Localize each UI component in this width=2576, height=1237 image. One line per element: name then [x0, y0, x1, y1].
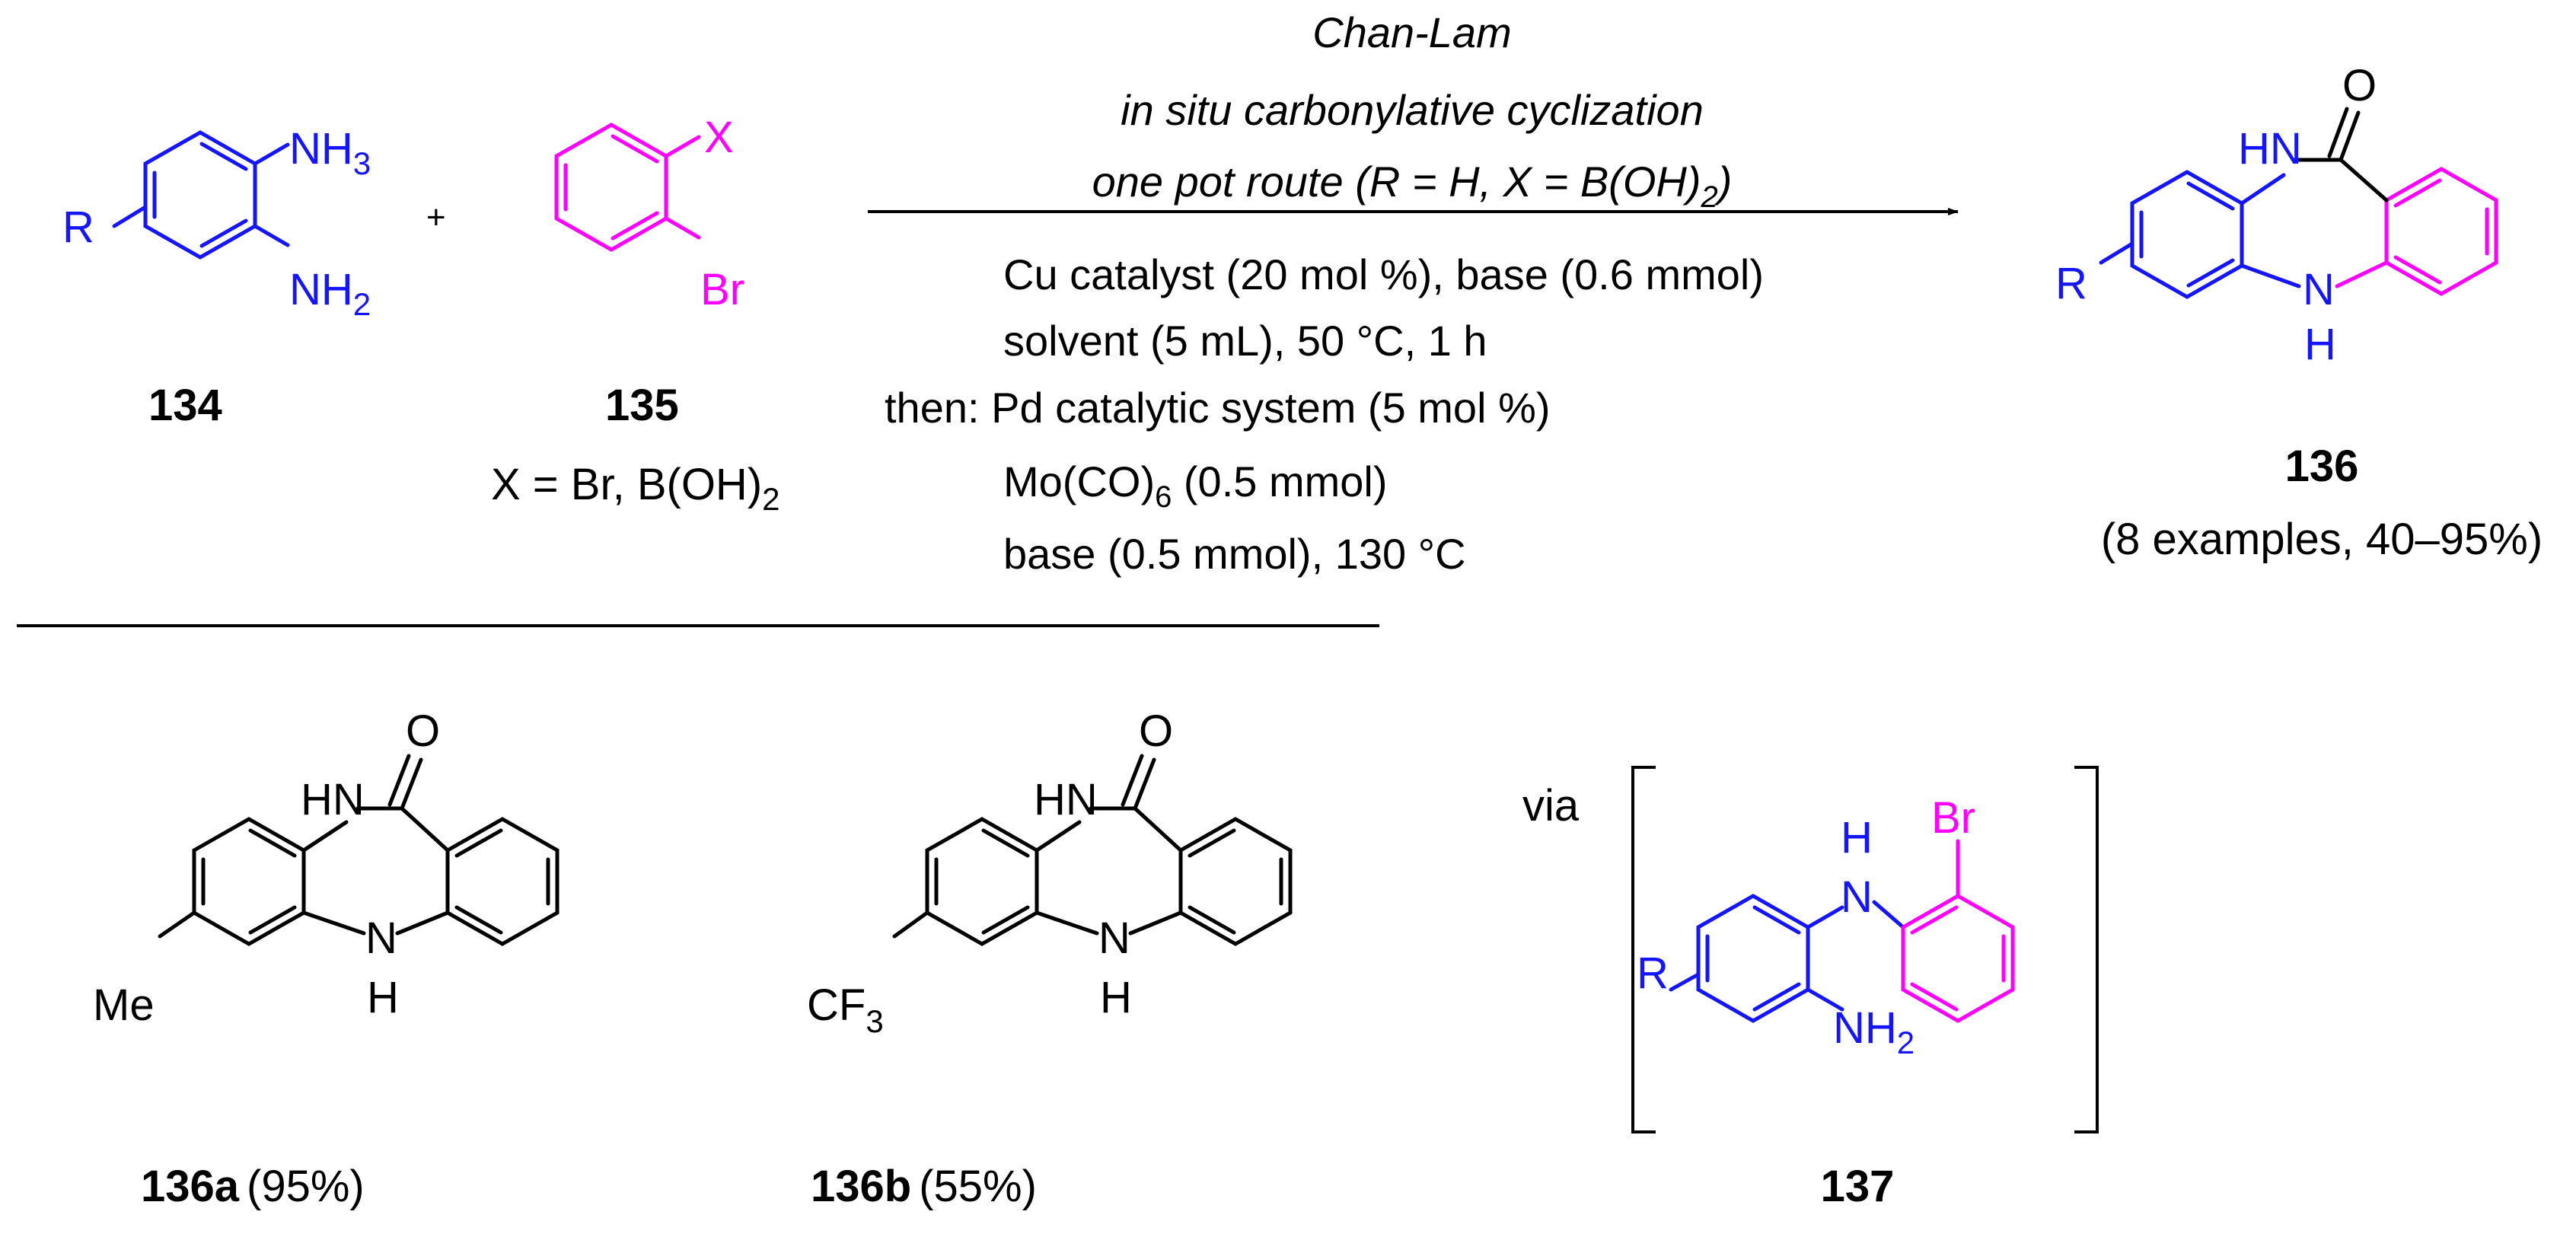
ex136a-n: N — [365, 913, 397, 963]
nh3-group: NH3 — [289, 124, 371, 181]
condition-solvent: solvent (5 mL), 50 °C, 1 h — [1003, 317, 1487, 365]
product-carbonyl-oxygen: O — [2342, 61, 2377, 110]
compound-label-134: 134 — [148, 381, 222, 430]
ex136a-h: H — [367, 973, 399, 1022]
conditions-below: Cu catalyst (20 mol %), base (0.6 mmol) … — [885, 250, 1764, 578]
br-substituent: Br — [700, 265, 744, 314]
reactant-135-structure — [554, 123, 701, 252]
via-label: via — [1522, 781, 1580, 831]
example-136b-label: 136b(55%) — [811, 1162, 1037, 1211]
intermediate-h: H — [1841, 813, 1873, 862]
intermediate-nh2: NH2 — [1833, 1003, 1914, 1060]
condition-carbonylative: in situ carbonylative cyclization — [1121, 86, 1704, 134]
compound-label-136: 136 — [2285, 442, 2359, 491]
x-definition: X = Br, B(OH)2 — [491, 460, 780, 517]
product-amine-h: H — [2304, 320, 2336, 369]
condition-base: base (0.5 mmol), 130 °C — [1003, 530, 1466, 578]
ex136b-n: N — [1098, 913, 1130, 963]
r-substituent: R — [62, 202, 94, 252]
condition-cu: Cu catalyst (20 mol %), base (0.6 mmol) — [1003, 250, 1764, 298]
reactant-134-structure — [112, 130, 290, 260]
conditions-above: Chan-Lam in situ carbonylative cyclizati… — [1092, 8, 1733, 214]
product-136-structure — [2099, 107, 2498, 299]
intermediate-n: N — [1841, 872, 1873, 922]
ex136b-oxygen: O — [1139, 706, 1173, 756]
example-136a-label: 136a(95%) — [141, 1162, 365, 1211]
ex136a-substituent: Me — [93, 980, 155, 1030]
product-amide-nh: HN — [2238, 124, 2302, 174]
condition-mo: Mo(CO)6 (0.5 mmol) — [1003, 457, 1388, 514]
ex136a-oxygen: O — [406, 706, 440, 756]
example-136b-structure — [892, 754, 1293, 946]
product-r-substituent: R — [2055, 259, 2087, 308]
compound-label-135: 135 — [605, 381, 679, 430]
condition-pd: then: Pd catalytic system (5 mol %) — [885, 384, 1551, 432]
intermediate-r: R — [1637, 948, 1669, 998]
compound-label-137: 137 — [1821, 1162, 1895, 1211]
product-amine-n: N — [2303, 265, 2335, 314]
intermediate-br: Br — [1931, 793, 1975, 843]
intermediate-137-structure — [1669, 839, 2015, 1023]
example-136a-structure — [158, 754, 560, 946]
plus-sign: + — [426, 199, 446, 236]
left-bracket — [1631, 766, 1656, 1133]
condition-chan-lam: Chan-Lam — [1312, 8, 1511, 56]
ex136b-substituent: CF3 — [807, 980, 884, 1039]
ex136b-h: H — [1100, 973, 1132, 1022]
condition-one-pot: one pot route (R = H, X = B(OH)2) — [1092, 158, 1733, 214]
right-bracket — [2074, 766, 2099, 1133]
x-substituent: X — [704, 113, 734, 162]
nh2-group: NH2 — [289, 265, 371, 322]
ex136a-hn: HN — [301, 775, 365, 824]
product-yield-note: (8 examples, 40–95%) — [2101, 515, 2543, 564]
ex136b-hn: HN — [1034, 775, 1098, 824]
